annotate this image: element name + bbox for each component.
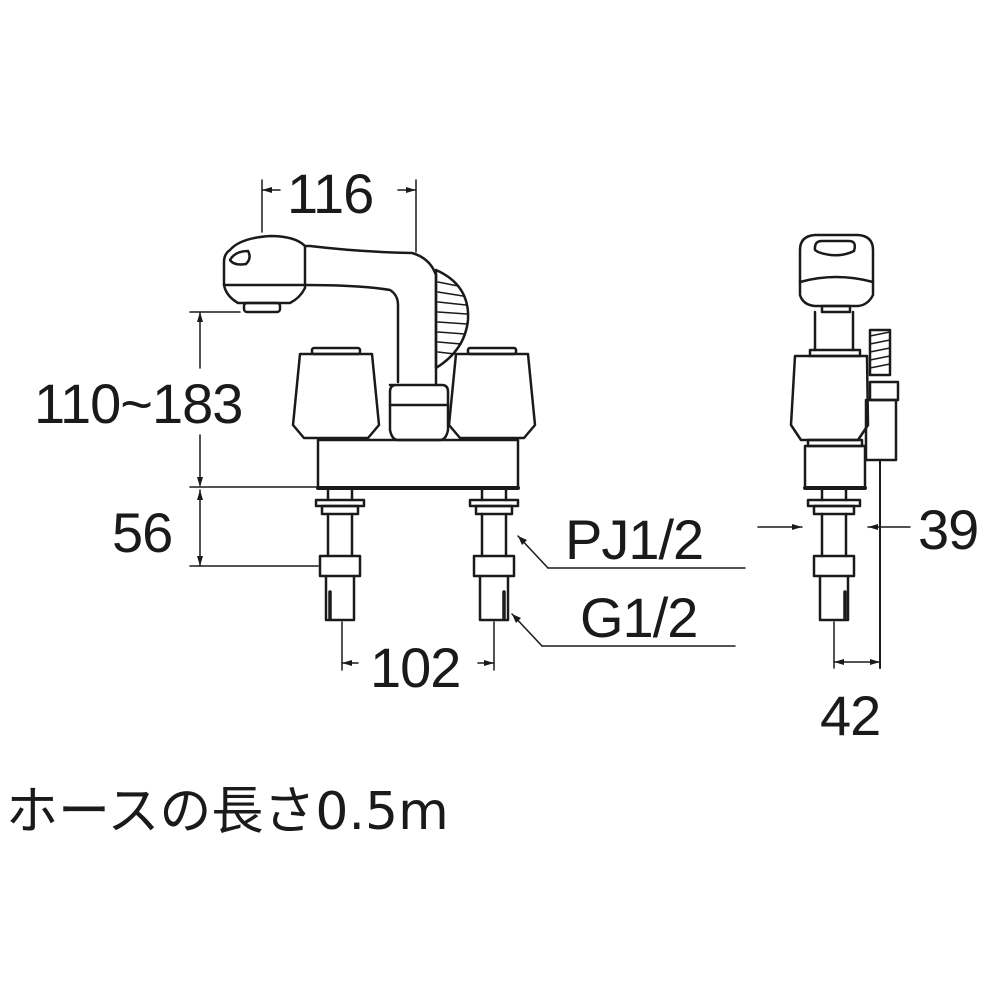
left-shank	[314, 488, 366, 622]
hose-length-note: ホースの長さ0.5m	[6, 782, 449, 842]
dim-side-offset: 42	[820, 684, 881, 747]
dim-deck-to-shank: 56	[112, 501, 173, 564]
dim-spout-reach: 116	[287, 162, 374, 225]
thread-upper-label: PJ1/2	[565, 508, 704, 571]
right-shank	[468, 488, 520, 622]
arrowheads	[197, 187, 880, 666]
dim-center-distance: 102	[370, 636, 461, 699]
dim-side-width: 39	[918, 498, 979, 561]
dim-spout-height: 110~183	[34, 372, 243, 435]
front-view	[222, 234, 537, 622]
thread-lower-label: G1/2	[580, 586, 698, 649]
side-view	[789, 233, 900, 669]
dimension-lines	[189, 179, 911, 671]
